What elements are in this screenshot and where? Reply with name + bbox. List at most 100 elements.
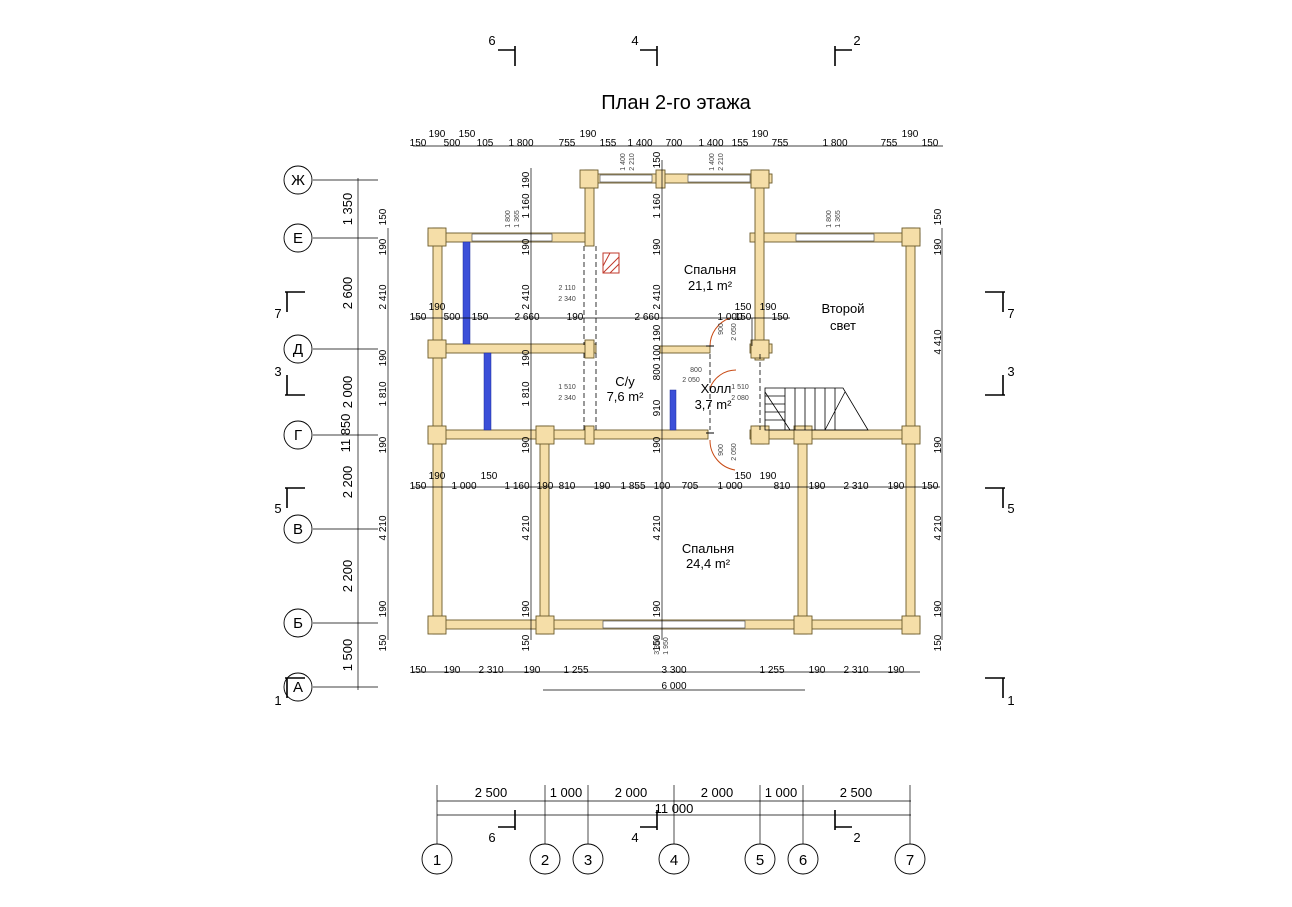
dimension-label: 150 [410, 312, 427, 323]
window [599, 174, 653, 183]
dimension-label: 150 [410, 138, 427, 149]
dimension-label: 190 [378, 436, 389, 453]
log-corner [793, 615, 813, 635]
log-corner [901, 425, 921, 445]
dimension-label: 190 [760, 302, 777, 313]
dimension-label: 155 [732, 138, 749, 149]
room-name: Спальня [684, 262, 736, 277]
axis-label-3: 3 [584, 852, 592, 869]
axis-label-e: Е [293, 230, 303, 247]
log-corner [750, 169, 770, 189]
dimension-label: 2 600 [340, 277, 355, 310]
dimension-label: 2 500 [840, 785, 873, 800]
dimension-label: 1 000 [451, 481, 476, 492]
dimension-label: 190 [933, 238, 944, 255]
dimension-label: 1 510 [558, 384, 576, 391]
dimension-label: 755 [881, 138, 898, 149]
dimension-label: 500 [444, 312, 461, 323]
dimension-label: 190 [378, 600, 389, 617]
dimension-label: 1 000 [550, 785, 583, 800]
log-corner [901, 615, 921, 635]
door-swing [709, 439, 736, 471]
dimension-label: 1 800 [822, 138, 847, 149]
dimension-label: 2 410 [652, 284, 663, 309]
dimension-label: 11 000 [655, 801, 694, 816]
dimension-label: 150 [410, 665, 427, 676]
dimension-label: 2 000 [615, 785, 648, 800]
dimension-label: 755 [772, 138, 789, 149]
dimension-label: 700 [666, 138, 683, 149]
dimension-label: 2 340 [558, 296, 576, 303]
dimension-label: 190 [752, 129, 769, 140]
dimension-label: 190 [429, 471, 446, 482]
chimney-hatch [602, 252, 620, 274]
dimension-label: 150 [772, 312, 789, 323]
window [602, 620, 746, 629]
dashed-opening [583, 246, 597, 430]
room-area: 7,6 m² [607, 389, 645, 404]
room-name: Второй [822, 301, 865, 316]
dimension-label: 150 [922, 481, 939, 492]
room-name: Спальня [682, 541, 734, 556]
dimension-label: 190 [888, 665, 905, 676]
dimension-label: 3 300 [654, 637, 661, 655]
wall-axis-g-left [427, 429, 709, 440]
dimension-label: 155 [600, 138, 617, 149]
room-name: свет [830, 318, 856, 333]
door-swing [709, 369, 737, 389]
dimension-label: 190 [902, 129, 919, 140]
axis-label-7: 7 [906, 852, 914, 869]
dimension-label: 190 [594, 481, 611, 492]
axis-label-b: Б [293, 615, 303, 632]
dimension-label: 190 [760, 471, 777, 482]
window [687, 174, 751, 183]
svg-text:6: 6 [488, 33, 495, 48]
dimension-label: 2 000 [340, 376, 355, 409]
svg-text:3: 3 [274, 364, 281, 379]
wall-axis-2 [539, 425, 550, 635]
wall-axis-6 [797, 425, 808, 635]
dimension-label: 190 [933, 600, 944, 617]
svg-text:2: 2 [853, 830, 860, 845]
dimension-label: 190 [521, 171, 532, 188]
dimension-label: 190 [429, 129, 446, 140]
dimension-label: 4 210 [521, 515, 532, 540]
door-swing [709, 317, 731, 347]
window [471, 233, 553, 242]
dimension-label: 150 [922, 138, 939, 149]
dimension-label: 1 800 [508, 138, 533, 149]
dimension-label: 2 340 [558, 395, 576, 402]
dimension-label: 1 400 [627, 138, 652, 149]
log-corner [901, 227, 921, 247]
dimension-label: 1 810 [521, 381, 532, 406]
dimension-label: 2 310 [478, 665, 503, 676]
wall-axis-4-top [655, 169, 666, 189]
dimension-label: 100 [654, 481, 671, 492]
dimension-label: 2 310 [843, 481, 868, 492]
dimension-label: 2 110 [559, 285, 576, 292]
svg-text:7: 7 [1007, 306, 1014, 321]
dimension-lines [357, 145, 943, 816]
dimension-label: 1 000 [717, 481, 742, 492]
dimension-label: 4 210 [933, 515, 944, 540]
dashed-opening [709, 354, 761, 430]
axis-label-zh: Ж [291, 172, 305, 189]
log-corner [579, 169, 599, 189]
wall-axis-d-mid [659, 345, 711, 354]
dimension-label: 705 [682, 481, 699, 492]
dimension-label: 2 050 [682, 377, 700, 384]
dimension-label: 2 000 [701, 785, 734, 800]
dimension-label: 1 950 [663, 637, 670, 655]
dimension-label: 190 [652, 600, 663, 617]
axis-label-a: А [293, 679, 303, 696]
dimension-label: 150 [410, 481, 427, 492]
dimension-label: 1 000 [765, 785, 798, 800]
dimension-label: 150 [735, 312, 752, 323]
axis-label-4: 4 [670, 852, 678, 869]
axis-label-v: В [293, 521, 303, 538]
dimension-label: 1 000 [717, 312, 742, 323]
dimension-label: 1 800 [826, 210, 833, 228]
dimension-label: 150 [459, 129, 476, 140]
dimension-label: 3 300 [661, 665, 686, 676]
dimension-label: 190 [933, 436, 944, 453]
